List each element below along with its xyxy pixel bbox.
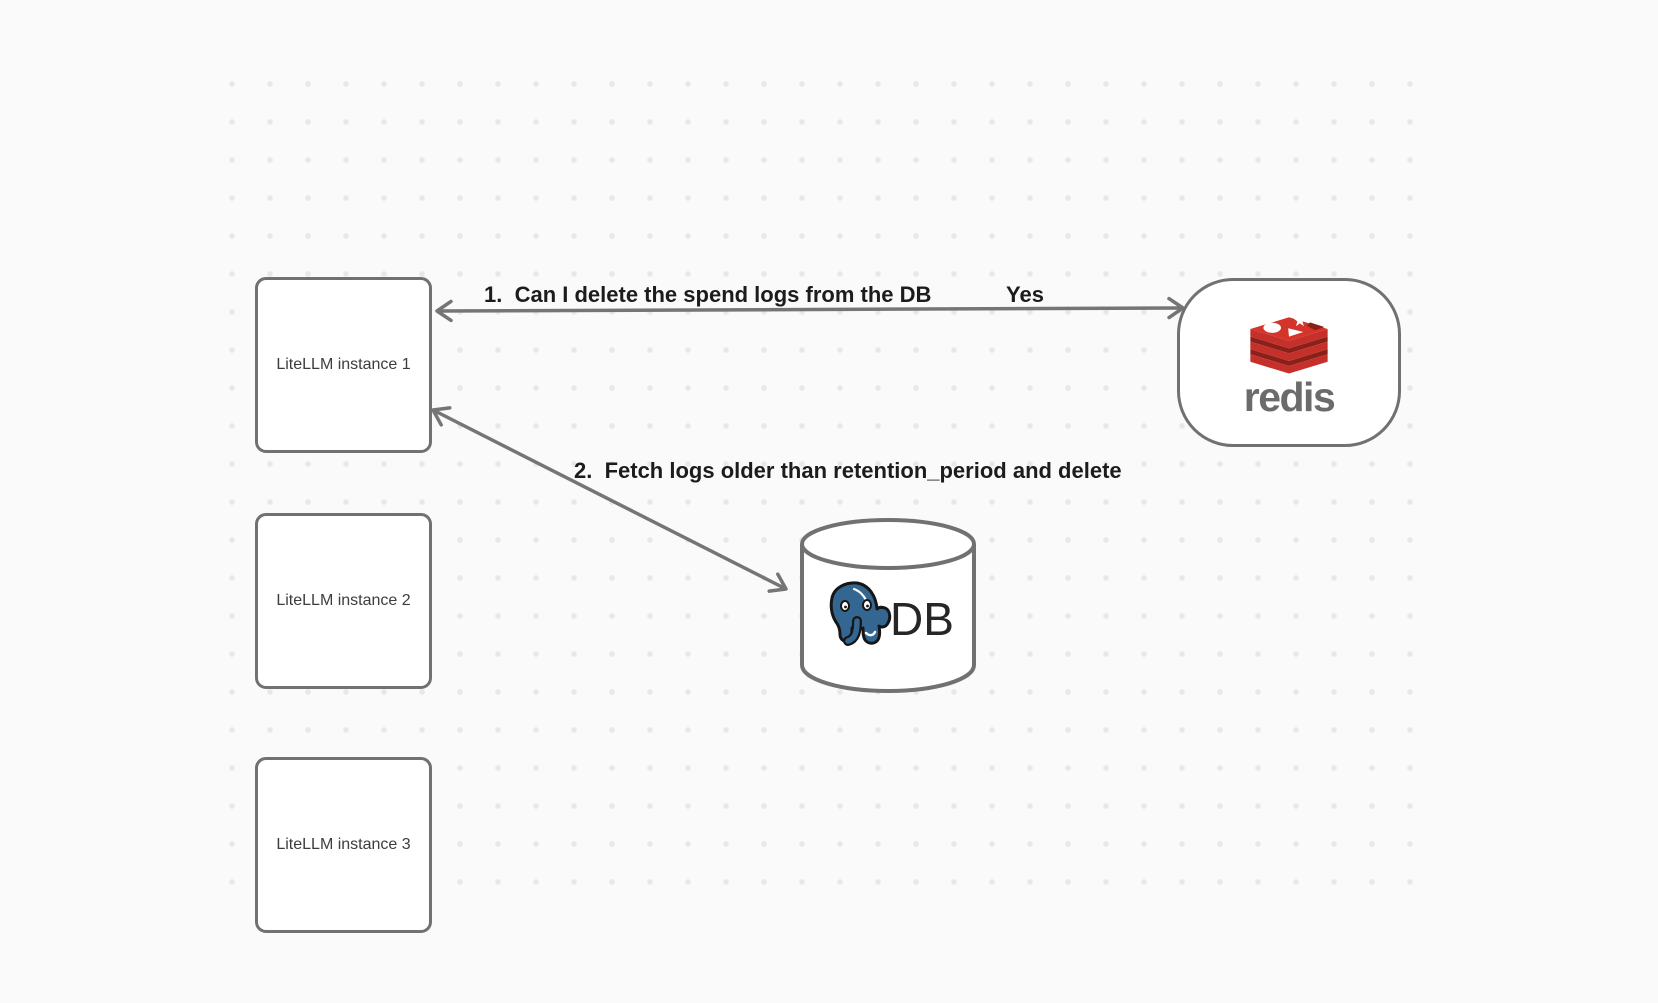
edge1-question-label[interactable]: 1. Can I delete the spend logs from the … — [484, 282, 932, 307]
node-redis[interactable]: redis — [1177, 278, 1401, 447]
node-label: LiteLLM instance 3 — [276, 836, 411, 853]
node-database[interactable]: DB — [799, 517, 977, 693]
node-label: LiteLLM instance 1 — [276, 356, 411, 373]
edge2-fetch-label[interactable]: 2. Fetch logs older than retention_perio… — [574, 458, 1122, 483]
redis-wordmark: redis — [1243, 373, 1336, 420]
database-content: DB — [809, 579, 967, 653]
postgresql-elephant-icon — [829, 581, 892, 646]
node-litellm-instance-3[interactable]: LiteLLM instance 3 — [255, 757, 432, 933]
database-label: DB — [890, 593, 954, 645]
node-litellm-instance-2[interactable]: LiteLLM instance 2 — [255, 513, 432, 689]
node-litellm-instance-1[interactable]: LiteLLM instance 1 — [255, 277, 432, 453]
edge1-reply-label[interactable]: Yes — [1006, 282, 1044, 307]
redis-logo-icon — [1250, 313, 1328, 374]
node-label: LiteLLM instance 2 — [276, 592, 411, 609]
